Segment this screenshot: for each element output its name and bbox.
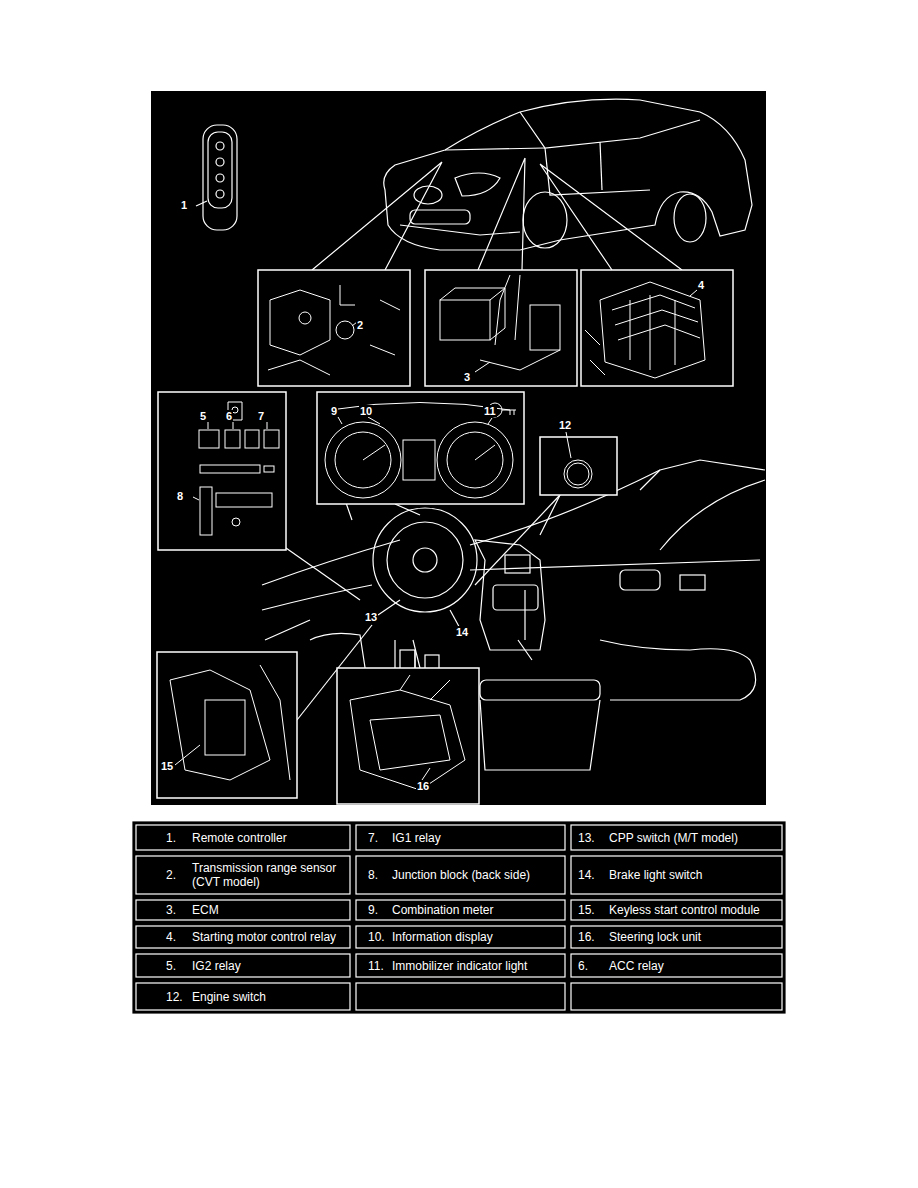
table-text: Transmission range sensor (CVT model) — [192, 856, 350, 894]
table-number: 1. — [166, 825, 190, 850]
table-cell — [571, 900, 782, 920]
table-text: Engine switch — [192, 983, 350, 1010]
table-text: Combination meter — [392, 900, 564, 920]
table-text: Remote controller — [192, 825, 350, 850]
table-cell — [136, 825, 350, 850]
callout-number: 9 — [330, 405, 338, 417]
table-number: 14. — [578, 856, 607, 894]
callout-number: 1 — [180, 199, 188, 211]
table-cell — [356, 926, 565, 948]
table-text: Keyless start control module — [609, 900, 781, 920]
table-number: 10. — [368, 926, 390, 948]
table-number: 7. — [368, 825, 390, 850]
table-cell — [571, 954, 782, 977]
table-number: 12. — [166, 983, 190, 1010]
callout-number: 11 — [483, 405, 497, 417]
table-ground — [133, 822, 785, 1013]
engine-room-leaders — [312, 158, 682, 270]
table-number: 8. — [368, 856, 390, 894]
callout-number: 5 — [199, 410, 207, 422]
table-text: Starting motor control relay — [192, 926, 350, 948]
table-text: CPP switch (M/T model) — [609, 825, 781, 850]
table-number: 16. — [578, 926, 607, 948]
table-text: Brake light switch — [609, 856, 781, 894]
cabin-inset-frames — [157, 392, 617, 804]
table-text: Information display — [392, 926, 564, 948]
table-cell — [136, 900, 350, 920]
table-text: Steering lock unit — [609, 926, 781, 948]
callout-number: 2 — [356, 319, 364, 331]
callout-number: 6 — [225, 410, 233, 422]
table-text: ECM — [192, 900, 350, 920]
table-number: 5. — [166, 954, 190, 977]
callout-number: 10 — [359, 405, 373, 417]
table-cell — [571, 983, 782, 1010]
table-number: 4. — [166, 926, 190, 948]
table-cell — [356, 900, 565, 920]
inset-frames — [258, 270, 733, 386]
remote-controller-drawing — [196, 125, 237, 230]
table-text: Junction block (back side) — [392, 856, 564, 894]
table-number: 3. — [166, 900, 190, 920]
table-number: 9. — [368, 900, 390, 920]
callout-number: 16 — [416, 780, 430, 792]
table-cell — [136, 856, 350, 894]
callout-number: 7 — [257, 410, 265, 422]
table-text: IG1 relay — [392, 825, 564, 850]
callout-number: 13 — [364, 611, 378, 623]
inset-details — [268, 275, 705, 378]
table-text: ACC relay — [609, 954, 781, 977]
table-number: 11. — [368, 954, 390, 977]
table-cell — [571, 825, 782, 850]
callout-number: 4 — [697, 279, 705, 291]
table-cell — [356, 825, 565, 850]
cabin-inset-details — [170, 402, 592, 790]
table-number: 15. — [578, 900, 607, 920]
callout-number: 8 — [176, 490, 184, 502]
table-number: 6. — [578, 954, 607, 977]
table-cell — [356, 856, 565, 894]
car-drawing — [384, 99, 752, 250]
illustration-ground — [151, 91, 766, 805]
table-cell — [571, 856, 782, 894]
table-cell — [136, 926, 350, 948]
callout-number: 14 — [455, 626, 469, 638]
table-cell — [136, 983, 350, 1010]
table-number: 13. — [578, 825, 607, 850]
table-text: IG2 relay — [192, 954, 350, 977]
table-cell — [571, 926, 782, 948]
callout-number: 12 — [558, 419, 572, 431]
table-text: Immobilizer indicator light — [392, 954, 564, 977]
table-cell — [136, 954, 350, 977]
callout-number: 15 — [160, 760, 174, 772]
table-grid — [133, 822, 785, 1013]
table-number: 2. — [166, 856, 190, 894]
table-cell — [356, 983, 565, 1010]
callout-number: 3 — [463, 371, 471, 383]
table-cell — [356, 954, 565, 977]
